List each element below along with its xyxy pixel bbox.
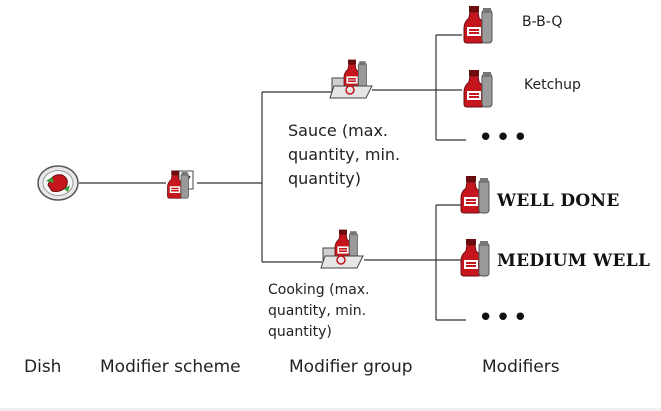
column-caption-modifiers: Modifiers [482,357,560,377]
column-caption-group: Modifier group [289,357,413,377]
folder-bottle-icon [329,59,373,99]
column-caption-dish: Dish [24,357,62,377]
more-modifiers-ellipsis: ••• [478,303,531,333]
modifier-label: Ketchup [524,77,581,93]
dish-plate-icon [37,165,79,201]
connector-lines [79,34,466,321]
ketchup-bottle-icon [463,69,493,108]
folder-bottle-icon-cooking [320,229,364,269]
modifier-label: MEDIUM WELL [497,251,651,271]
ketchup-bottle-icon [463,5,493,44]
modifier-label: WELL DONE [497,191,620,211]
scheme-document-icon [167,170,194,199]
ketchup-bottle-icon [460,175,490,214]
modifier-label: B-B-Q [522,14,563,30]
group-label-cooking: Cooking (max. quantity, min. quantity) [268,282,370,340]
column-caption-scheme: Modifier scheme [100,357,241,377]
group-label-sauce: Sauce (max. quantity, min. quantity) [288,121,401,188]
ketchup-bottle-icon [460,238,490,277]
bottom-divider [0,408,661,411]
more-modifiers-ellipsis: ••• [478,123,531,153]
